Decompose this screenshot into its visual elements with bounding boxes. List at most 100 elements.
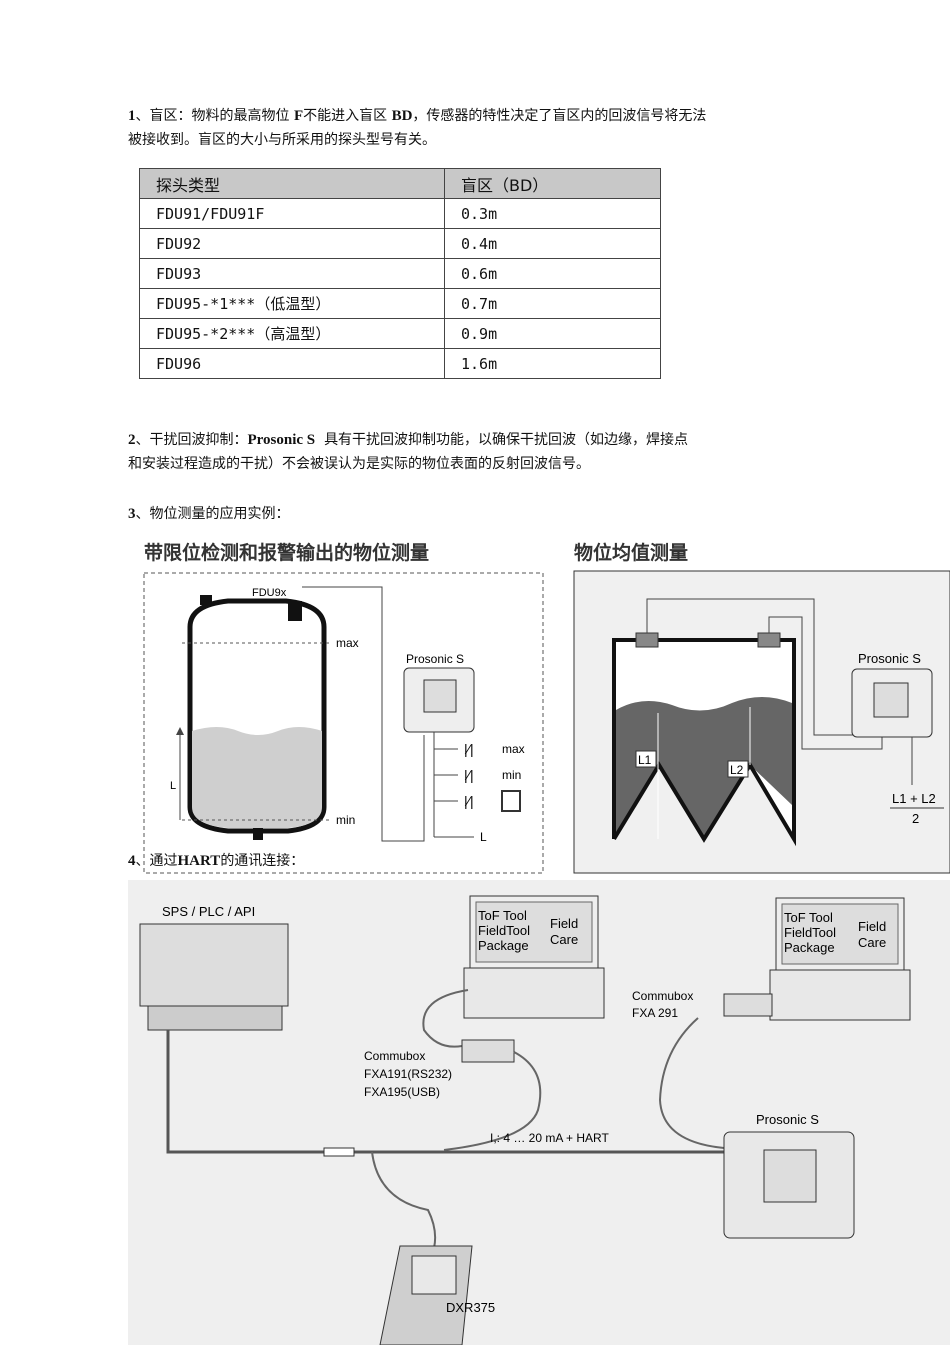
section-2-paragraph: 2、干扰回波抑制：Prosonic S 具有干扰回波抑制功能，以确保干扰回波（如… [128, 428, 828, 476]
fig-right-title: 物位均值测量 [574, 541, 688, 564]
section-4-number: 4 [128, 853, 136, 869]
cable-2 [768, 616, 883, 750]
resistor [323, 1147, 355, 1157]
section-2-line2: 和安装过程造成的干扰）不会被误认为是实际的物位表面的反射回波信号。 [128, 456, 590, 472]
out-l-label: L [480, 830, 487, 844]
table-row: FDU95-*1***（低温型）0.7m [139, 288, 661, 319]
laptop-1-field: Field [550, 916, 578, 931]
section-1-text-b: 不能进入盲区 [303, 108, 388, 124]
cell-bd: 0.9m [444, 318, 661, 349]
section-1-text-a: ：物料的最高物位 [177, 108, 290, 124]
cell-bd: 0.6m [444, 258, 661, 289]
tank-outlet [253, 828, 263, 840]
silo-bulk [616, 697, 792, 839]
fxa291-label: FXA 291 [632, 1006, 678, 1020]
formula-numerator: L1 + L2 [892, 791, 936, 806]
relay-icon: |⁄| [464, 793, 474, 809]
fig-left-frame [143, 572, 544, 874]
commubox-1-label: Commubox [364, 1049, 425, 1063]
cell-probe: FDU92 [139, 228, 445, 259]
laptop-2-text-1: ToF Tool [784, 910, 833, 925]
laptop-1-care: Care [550, 932, 578, 947]
l2-label: L2 [730, 763, 744, 777]
laptop-2-text-3: Package [784, 940, 835, 955]
table-row: FDU95-*2***（高温型）0.9m [139, 318, 661, 349]
header-blind-zone: 盲区（BD） [444, 168, 661, 199]
plc-unit [139, 923, 289, 1007]
sps-label: SPS / PLC / API [162, 904, 255, 919]
formula-denominator: 2 [912, 811, 919, 826]
cell-probe: FDU96 [139, 348, 445, 379]
section-2-title: 、干扰回波抑制： [135, 432, 248, 448]
cable-1 [646, 598, 872, 736]
level-average-diagram: 物位均值测量 L1 L2 Prosonic S L1 + L2 2 [573, 541, 950, 874]
relay-icon: |⁄| [464, 767, 474, 783]
max-label: max [336, 636, 359, 650]
fxa191-label: FXA191(RS232) [364, 1067, 452, 1081]
laptop-2-text-2: FieldTool [784, 925, 836, 940]
laptop-2-keyboard [769, 969, 911, 1021]
section-2-text: 具有干扰回波抑制功能，以确保干扰回波（如边缘，焊接点 [324, 432, 689, 448]
out-min-label: min [502, 768, 521, 782]
cell-probe: FDU95-*1***（低温型） [139, 288, 445, 319]
device-label: Prosonic S [406, 652, 464, 666]
section-1-text-c: ，传感器的特性决定了盲区内的回波信号将无法 [412, 108, 707, 124]
sensor-2 [757, 632, 781, 648]
commubox-2-cable [658, 1017, 725, 1149]
level-arrowhead [176, 727, 184, 735]
tank-nozzle [200, 595, 212, 605]
l1-label: L1 [638, 753, 652, 767]
commubox-1 [461, 1039, 515, 1063]
cell-bd: 0.3m [444, 198, 661, 229]
relay-icon: |⁄| [464, 741, 474, 757]
device-display [423, 679, 457, 713]
section-4-text-b: 的通讯连接： [220, 853, 305, 869]
cell-bd: 1.6m [444, 348, 661, 379]
hart-connection-diagram: SPS / PLC / API ToF Tool FieldTool Packa… [128, 880, 950, 1345]
section-1-line2: 被接收到。盲区的大小与所采用的探头型号有关。 [128, 132, 436, 148]
out-max-label: max [502, 742, 525, 756]
min-label: min [336, 813, 355, 827]
hart-loop [166, 1030, 724, 1154]
section-4-heading: 4、通过HART的通讯连接： [128, 849, 828, 873]
fxa195-label: FXA195(USB) [364, 1085, 440, 1099]
section-3-heading: 3、物位测量的应用实例： [128, 502, 828, 526]
section-4-text-a: 、通过 [135, 853, 178, 869]
tank [187, 598, 327, 834]
section-1-f: F [293, 108, 304, 124]
section-4-hart: HART [177, 853, 221, 869]
laptop-1-text-1: ToF Tool [478, 908, 527, 923]
dxr-cable [371, 1151, 437, 1249]
section-1-bd: BD [391, 108, 413, 124]
sensor-cable [302, 586, 425, 842]
section-3-title: 、物位测量的应用实例： [135, 506, 290, 522]
section-2-number: 2 [128, 432, 136, 448]
hart-device-label: Prosonic S [756, 1112, 819, 1127]
device-label-right: Prosonic S [858, 651, 921, 666]
tank-liquid [192, 727, 322, 828]
section-1-number: 1 [128, 108, 136, 124]
section-2-product: Prosonic S [247, 432, 316, 448]
laptop-1-text-3: Package [478, 938, 529, 953]
level-label: L [170, 780, 176, 792]
laptop-2-care: Care [858, 935, 886, 950]
fig-left-title: 带限位检测和报警输出的物位测量 [144, 541, 429, 564]
cell-bd: 0.4m [444, 228, 661, 259]
laptop-2-field: Field [858, 919, 886, 934]
cell-probe: FDU95-*2***（高温型） [139, 318, 445, 349]
cell-probe: FDU91/FDU91F [139, 198, 445, 229]
section-1-paragraph: 1、盲区：物料的最高物位 F不能进入盲区 BD，传感器的特性决定了盲区内的回波信… [128, 104, 828, 152]
dxr-label: DXR375 [446, 1300, 495, 1315]
laptop-1-text-2: FieldTool [478, 923, 530, 938]
alarm-icon [501, 790, 521, 812]
section-1-title: 、盲区 [135, 108, 178, 124]
cell-probe: FDU93 [139, 258, 445, 289]
sensor-label: FDU9x [252, 587, 287, 599]
table-header-row: 探头类型 盲区（BD） [139, 168, 661, 199]
plc-base [147, 1005, 283, 1031]
section-3-number: 3 [128, 506, 136, 522]
